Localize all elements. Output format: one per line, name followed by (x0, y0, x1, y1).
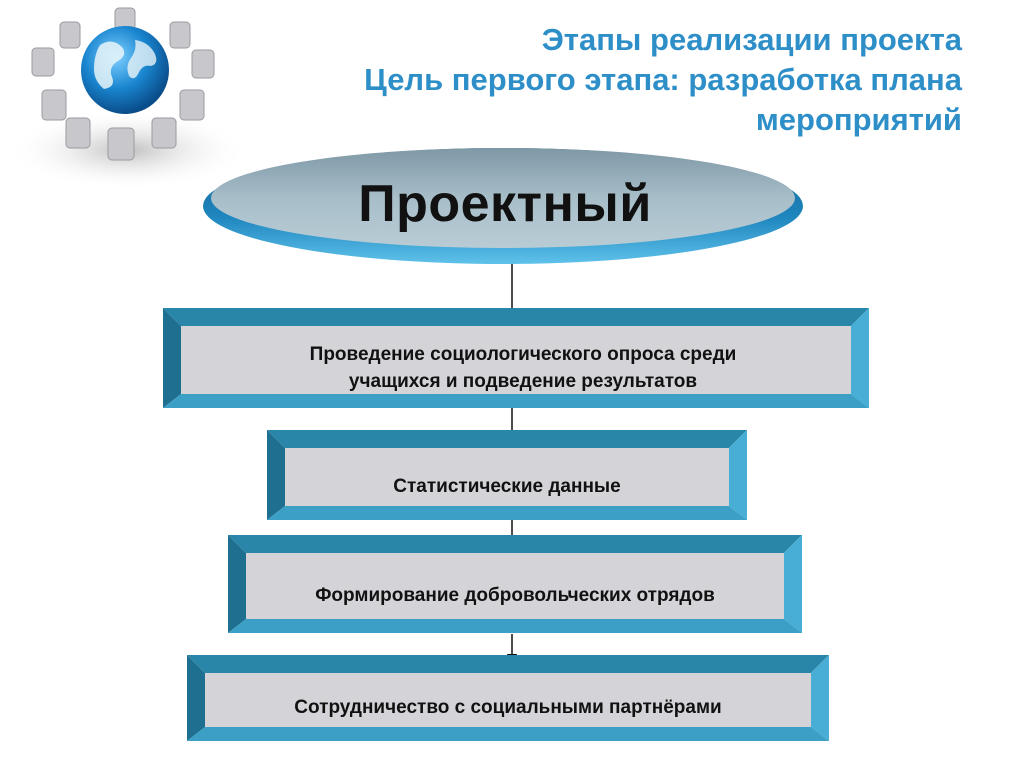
step-label-statistics: Статистические данные (393, 476, 621, 497)
step-box-survey: Проведение социологического опроса среди… (163, 308, 869, 410)
title-line-3: мероприятий (755, 102, 962, 137)
step-label-survey: Проведение социологического опроса среди… (309, 344, 737, 392)
logo-globe-chairs (0, 0, 262, 205)
step-box-partners: Сотрудничество с социальными партнёрами (187, 655, 829, 743)
title-line-2: Цель первого этапа: разработка плана (364, 62, 962, 97)
title-line-1: Этапы реализации проекта (541, 22, 962, 57)
step-label-volunteers: Формирование добровольческих отрядов (315, 585, 715, 606)
step-label-partners: Сотрудничество с социальными партнёрами (294, 697, 722, 718)
stage-oval: Проектный (200, 136, 810, 266)
slide-title: Этапы реализации проекта Цель первого эт… (242, 20, 962, 140)
globe-with-chairs-icon (0, 0, 262, 205)
stage-label: Проектный (358, 175, 652, 233)
step-box-statistics: Статистические данные (267, 430, 747, 522)
step-box-volunteers: Формирование добровольческих отрядов (228, 535, 802, 635)
